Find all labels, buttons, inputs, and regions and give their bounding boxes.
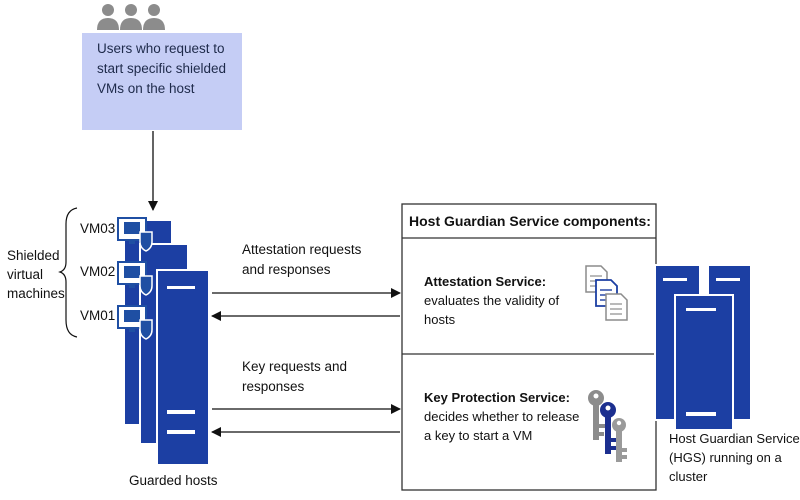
- users-description: Users who request to start specific shie…: [97, 39, 237, 99]
- vm02-icon: [117, 261, 153, 296]
- users-icon: [97, 4, 165, 30]
- key-protection-service-desc-1: decides whether to release: [424, 409, 580, 424]
- users-box: [82, 33, 242, 130]
- keys-icon: [588, 390, 627, 462]
- hgs-cluster-line-1: Host Guardian Service: [669, 431, 800, 446]
- shielded-line-3: machines: [7, 286, 65, 301]
- guarded-host-server-front: [156, 269, 210, 466]
- key-flow-label: Key requests and responses: [242, 357, 347, 397]
- hgs-components-title: Host Guardian Service components:: [409, 213, 651, 229]
- shielded-vm-label: Shielded virtual machines: [7, 246, 65, 303]
- key-flow-line-2: responses: [242, 379, 305, 394]
- key-protection-service-desc-2: a key to start a VM: [424, 428, 533, 443]
- vm01-icon: [117, 305, 153, 340]
- attestation-service-desc-1: evaluates the validity of: [424, 293, 560, 308]
- vm03-label: VM03: [80, 221, 116, 236]
- hgs-cluster-line-2: (HGS) running on a: [669, 450, 782, 465]
- guarded-hosts-label: Guarded hosts: [129, 473, 218, 488]
- documents-icon: [585, 265, 628, 321]
- key-flow-line-1: Key requests and: [242, 359, 348, 374]
- hgs-cluster-label: Host Guardian Service (HGS) running on a…: [669, 429, 800, 486]
- shielded-line-1: Shielded: [7, 248, 60, 263]
- vm01-label: VM01: [80, 308, 116, 323]
- attestation-service-desc-2: hosts: [424, 312, 456, 327]
- users-line-3: VMs on the host: [97, 81, 195, 96]
- hgs-cluster-line-3: cluster: [669, 469, 708, 484]
- users-line-2: start specific shielded: [97, 61, 227, 76]
- attestation-service-name: Attestation Service:: [424, 274, 547, 289]
- vm02-label: VM02: [80, 264, 116, 279]
- key-protection-service-text: Key Protection Service: decides whether …: [424, 388, 594, 445]
- shielded-vm-brace: [58, 207, 78, 338]
- hgs-components-box: [401, 203, 657, 491]
- hgs-server-front: [674, 294, 734, 431]
- vm03-icon: [117, 217, 153, 252]
- attestation-flow-line-1: Attestation requests: [242, 242, 362, 257]
- attestation-service-text: Attestation Service: evaluates the valid…: [424, 272, 594, 329]
- attestation-flow-label: Attestation requests and responses: [242, 240, 361, 280]
- attestation-flow-line-2: and responses: [242, 262, 331, 277]
- users-line-1: Users who request to: [97, 41, 225, 56]
- key-protection-service-name: Key Protection Service:: [424, 390, 570, 405]
- shielded-line-2: virtual: [7, 267, 44, 282]
